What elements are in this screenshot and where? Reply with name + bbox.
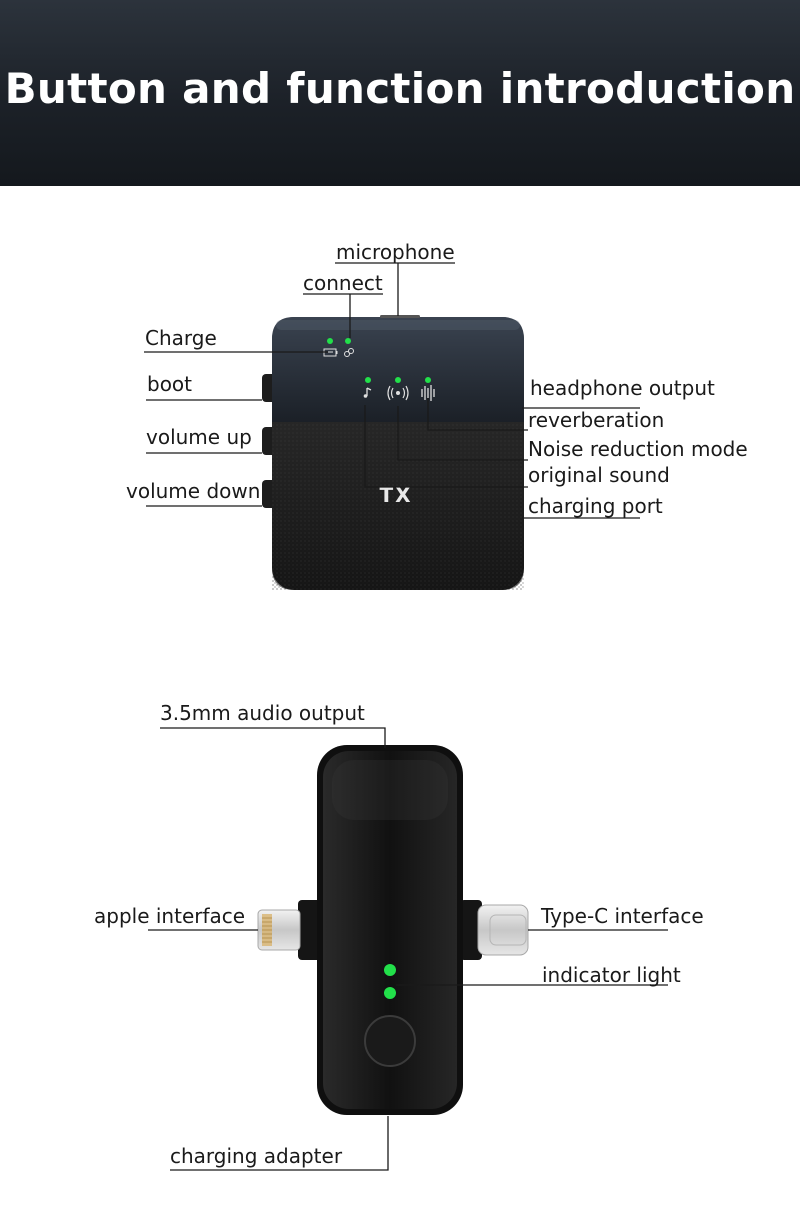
apple-lightning-connector — [257, 909, 301, 951]
label-noise-reduction-mode: Noise reduction mode — [528, 437, 748, 461]
reverberation-led — [425, 377, 431, 383]
link-icon — [344, 348, 354, 357]
label-original-sound: original sound — [528, 463, 670, 487]
label-headphone-output: headphone output — [530, 376, 715, 400]
noise-reduction-led — [395, 377, 401, 383]
type-c-connector — [477, 904, 529, 956]
label-type-c-interface: Type-C interface — [541, 904, 704, 928]
microphone-hole — [380, 315, 420, 318]
indicator-led-1 — [384, 964, 396, 976]
label-reverberation: reverberation — [528, 408, 665, 432]
page-title: Button and function introduction — [4, 64, 796, 113]
label-charge: Charge — [145, 326, 217, 350]
label-microphone: microphone — [336, 240, 455, 264]
broadcast-icon — [387, 385, 409, 401]
label-charging-port: charging port — [528, 494, 663, 518]
rx-leader-lines — [148, 727, 668, 1171]
music-note-icon — [363, 387, 372, 398]
label-audio-output: 3.5mm audio output — [160, 701, 365, 725]
tx-transmitter — [262, 315, 524, 590]
charge-led — [327, 338, 333, 344]
label-indicator-light: indicator light — [542, 963, 681, 987]
label-charging-adapter: charging adapter — [170, 1144, 343, 1168]
label-volume-down: volume down — [126, 479, 261, 503]
label-connect: connect — [303, 271, 383, 295]
label-boot: boot — [147, 372, 193, 396]
label-volume-up: volume up — [146, 425, 252, 449]
original-sound-led — [365, 377, 371, 383]
page-header: Button and function introduction — [0, 0, 800, 186]
connect-led — [345, 338, 351, 344]
rx-power-button[interactable] — [364, 1015, 416, 1067]
indicator-led-2 — [384, 987, 396, 999]
sound-wave-icon — [421, 385, 435, 401]
rx-receiver — [257, 745, 529, 1115]
label-apple-interface: apple interface — [94, 904, 246, 928]
tx-leader-lines — [144, 262, 640, 519]
